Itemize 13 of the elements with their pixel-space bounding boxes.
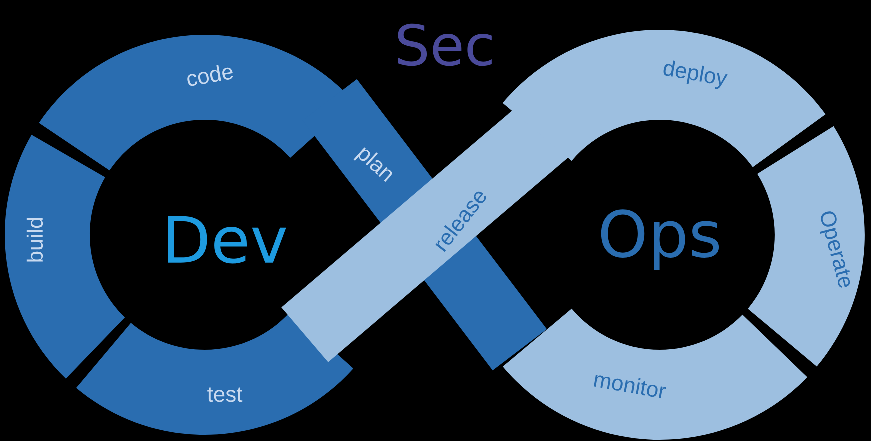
node-label: Operate [820,212,850,288]
word-label: Sec [398,24,492,66]
node-label: build [26,218,44,262]
node-label: code [188,65,234,86]
loop-segment: code [39,35,354,171]
loop-segment: deploy [502,30,826,168]
word-label: Dev [168,216,286,264]
loop-segment: build [5,135,126,379]
segment-label: plan [354,148,392,182]
loop-segment: monitor [503,308,808,440]
loop-segment: test [76,312,354,435]
loop-segment: Operate [748,126,865,367]
word-label: Ops [601,210,720,270]
